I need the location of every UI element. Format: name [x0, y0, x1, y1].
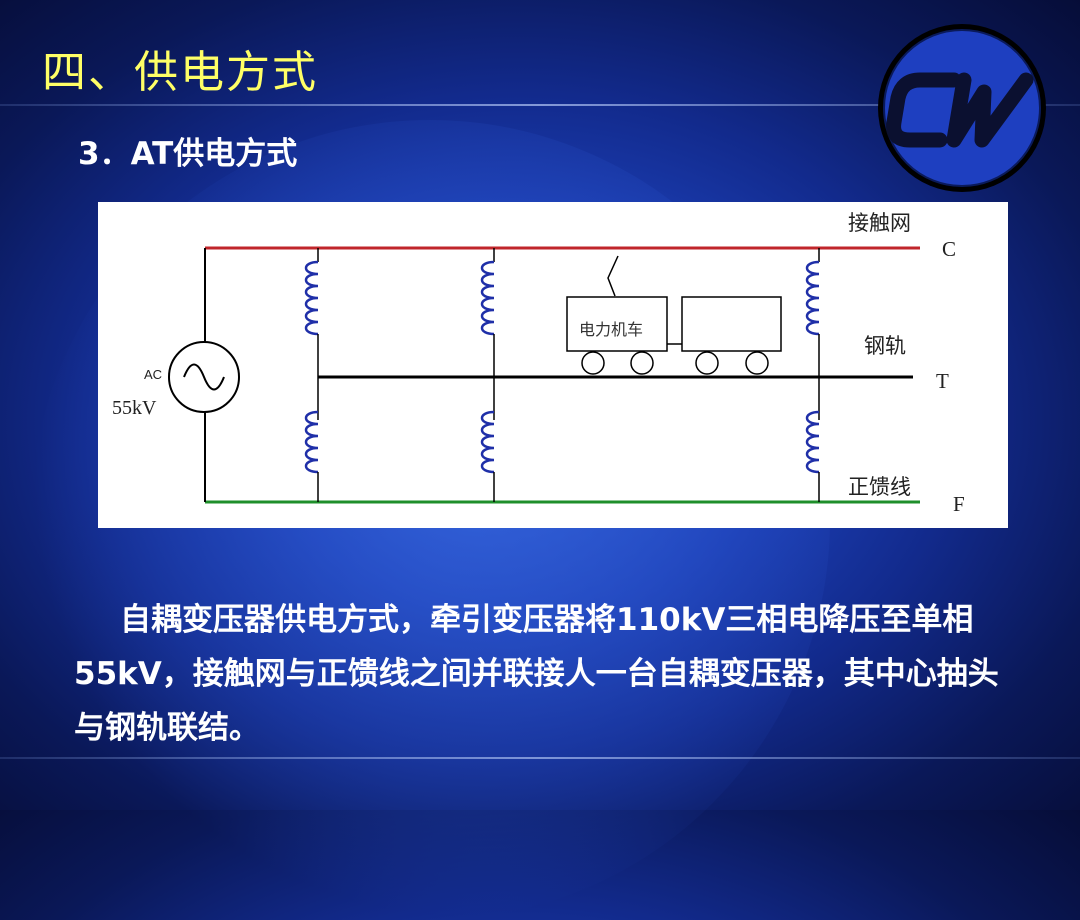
diagram-canvas: 接触网 C 钢轨 T 正馈线 F AC 55kV 电力机车: [112, 211, 965, 516]
carriage-body: [681, 296, 782, 352]
at-supply-diagram: 接触网 C 钢轨 T 正馈线 F AC 55kV 电力机车: [98, 202, 1008, 528]
wheel-icon: [630, 351, 654, 375]
autotransformer-1: [304, 248, 319, 502]
catenary-letter: C: [942, 237, 956, 261]
cw-logo: [878, 24, 1046, 192]
catenary-label: 接触网: [848, 211, 911, 235]
footer-divider: [0, 757, 1080, 759]
rail-letter: T: [936, 369, 949, 393]
wheel-icon: [695, 351, 719, 375]
autotransformer-2: [480, 248, 495, 502]
rail-label: 钢轨: [864, 334, 906, 358]
source-voltage-label: 55kV: [112, 397, 157, 419]
slide-title: 四、供电方式: [42, 47, 318, 98]
ac-label: AC: [144, 367, 162, 382]
locomotive-label: 电力机车: [579, 320, 643, 339]
sine-wave-icon: [183, 363, 225, 391]
feeder-letter: F: [953, 492, 965, 516]
description-paragraph: 自耦变压器供电方式，牵引变压器将110kV三相电降压至单相55kV，接触网与正馈…: [74, 593, 1014, 755]
autotransformer-3: [805, 248, 820, 502]
section-subtitle: 3．AT供电方式: [78, 136, 298, 172]
feeder-label: 正馈线: [848, 475, 911, 499]
electric-locomotive: [566, 255, 782, 375]
description-text: 自耦变压器供电方式，牵引变压器将110kV三相电降压至单相55kV，接触网与正馈…: [74, 602, 999, 746]
locomotive-body: [566, 296, 668, 352]
wheel-icon: [745, 351, 769, 375]
title-divider: [0, 104, 1080, 106]
pantograph-icon: [607, 255, 619, 297]
wheel-icon: [581, 351, 605, 375]
